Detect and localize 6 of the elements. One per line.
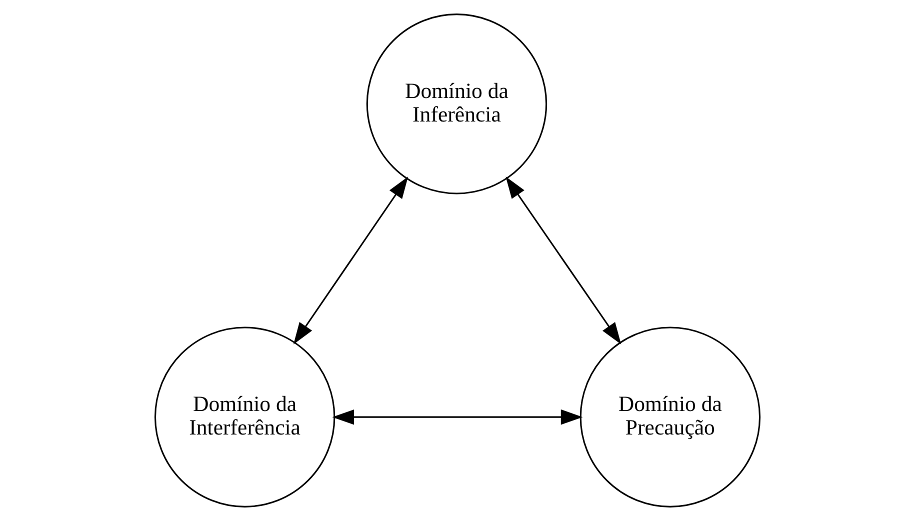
arrow xyxy=(332,409,582,425)
node-circle: Domínio da Inferência xyxy=(366,14,547,194)
arrow xyxy=(292,176,408,344)
node-circle: Domínio da Precaução xyxy=(579,326,760,508)
arrow xyxy=(505,176,621,344)
node-circle: Domínio da Interferência xyxy=(154,326,335,508)
